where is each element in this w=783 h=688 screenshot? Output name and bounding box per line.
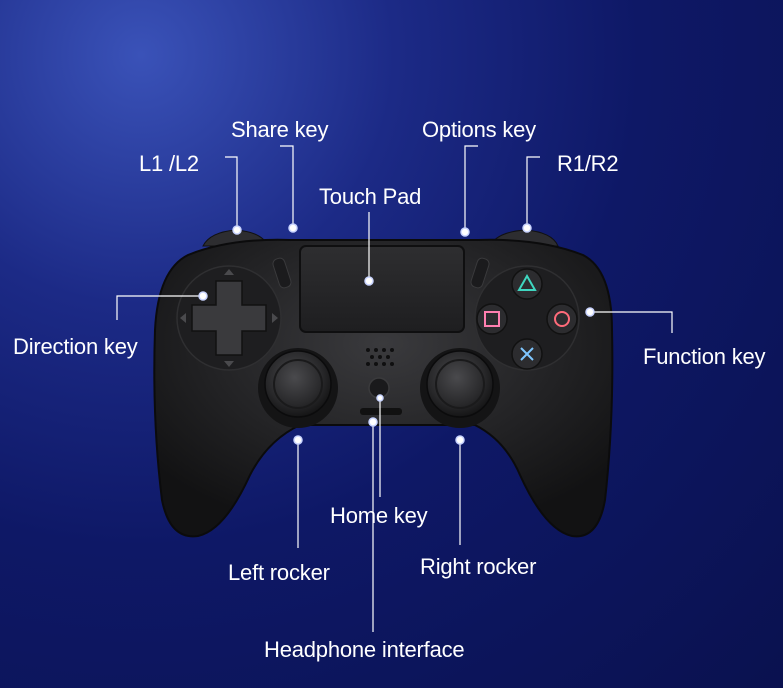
triangle-button (511, 268, 543, 300)
share-button (272, 257, 292, 289)
label-r1-r2: R1/R2 (557, 151, 619, 176)
options-button (470, 257, 490, 289)
label-options-key: Options key (422, 117, 536, 142)
leader-lines (116, 145, 673, 632)
leader-dots (198, 223, 595, 445)
label-home-key: Home key (330, 503, 428, 528)
circle-button (546, 303, 578, 335)
label-left-rocker: Left rocker (228, 560, 330, 585)
label-touch-pad: Touch Pad (319, 184, 422, 209)
label-function-key: Function key (643, 344, 766, 369)
touch-pad (299, 245, 465, 333)
label-direction-key: Direction key (13, 334, 138, 359)
label-headphone-interface: Headphone interface (264, 637, 465, 662)
square-button (476, 303, 508, 335)
dpad (191, 280, 267, 356)
label-right-rocker: Right rocker (420, 554, 537, 579)
speaker-grille (366, 348, 394, 366)
face-buttons-well (474, 265, 580, 371)
label-l1-l2: L1 /L2 (139, 151, 199, 176)
label-share-key: Share key (231, 117, 329, 142)
